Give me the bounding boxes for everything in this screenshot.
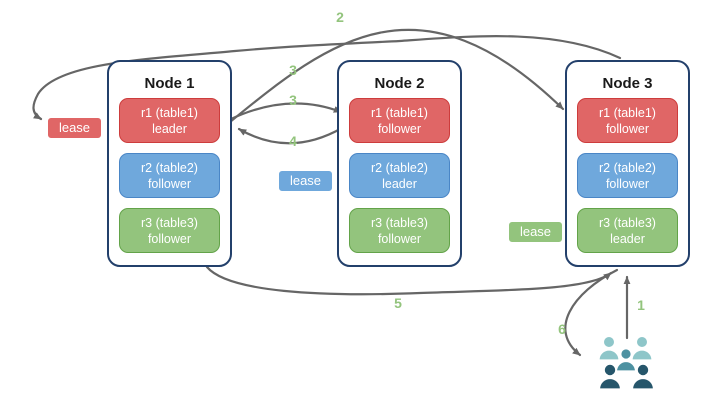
- step-label-5: 5: [394, 295, 402, 311]
- lease-badge-blue: lease: [278, 170, 333, 192]
- node-title: Node 2: [374, 75, 425, 92]
- replica-r3-node3: r3 (table3) leader: [577, 208, 678, 253]
- arrow-5-node1-to-node3: [205, 265, 613, 296]
- replica-role: follower: [377, 121, 422, 136]
- arrow-3-node1-to-node2: [229, 102, 343, 121]
- replica-label: r2 (table2): [371, 160, 428, 175]
- node-title: Node 1: [144, 75, 195, 92]
- replica-role: leader: [382, 176, 417, 191]
- replica-r3-node1: r3 (table3) follower: [119, 208, 220, 253]
- replica-label: r1 (table1): [599, 105, 656, 120]
- step-label-6: 6: [558, 321, 566, 337]
- replica-role: follower: [605, 121, 650, 136]
- replica-role: follower: [147, 231, 192, 246]
- step-label-2: 2: [336, 9, 344, 25]
- replica-r2-node2: r2 (table2) leader: [349, 153, 450, 198]
- replica-label: r2 (table2): [599, 160, 656, 175]
- replica-label: r3 (table3): [371, 215, 428, 230]
- step-label-3b: 3: [289, 92, 297, 108]
- node-3: Node 3 r1 (table1) follower r2 (table2) …: [565, 60, 690, 267]
- replica-label: r3 (table3): [599, 215, 656, 230]
- replica-r1-node1: r1 (table1) leader: [119, 98, 220, 143]
- replica-label: r2 (table2): [141, 160, 198, 175]
- replica-role: follower: [147, 176, 192, 191]
- step-label-4: 4: [289, 133, 297, 149]
- step-label-3a: 3: [289, 62, 297, 78]
- node-title: Node 3: [602, 75, 653, 92]
- replica-r2-node3: r2 (table2) follower: [577, 153, 678, 198]
- users-group-icon: [598, 335, 655, 390]
- replica-r1-node3: r1 (table1) follower: [577, 98, 678, 143]
- replica-role: follower: [377, 231, 422, 246]
- lease-badge-green: lease: [508, 221, 563, 243]
- replica-label: r1 (table1): [371, 105, 428, 120]
- replica-role: leader: [610, 231, 645, 246]
- replica-label: r1 (table1): [141, 105, 198, 120]
- replica-r3-node2: r3 (table3) follower: [349, 208, 450, 253]
- replica-r2-node1: r2 (table2) follower: [119, 153, 220, 198]
- replica-r1-node2: r1 (table1) follower: [349, 98, 450, 143]
- replica-role: leader: [152, 121, 187, 136]
- replica-label: r3 (table3): [141, 215, 198, 230]
- replica-role: follower: [605, 176, 650, 191]
- step-label-1: 1: [637, 297, 645, 313]
- lease-badge-red: lease: [47, 117, 102, 139]
- node-1: Node 1 r1 (table1) leader r2 (table2) fo…: [107, 60, 232, 267]
- node-2: Node 2 r1 (table1) follower r2 (table2) …: [337, 60, 462, 267]
